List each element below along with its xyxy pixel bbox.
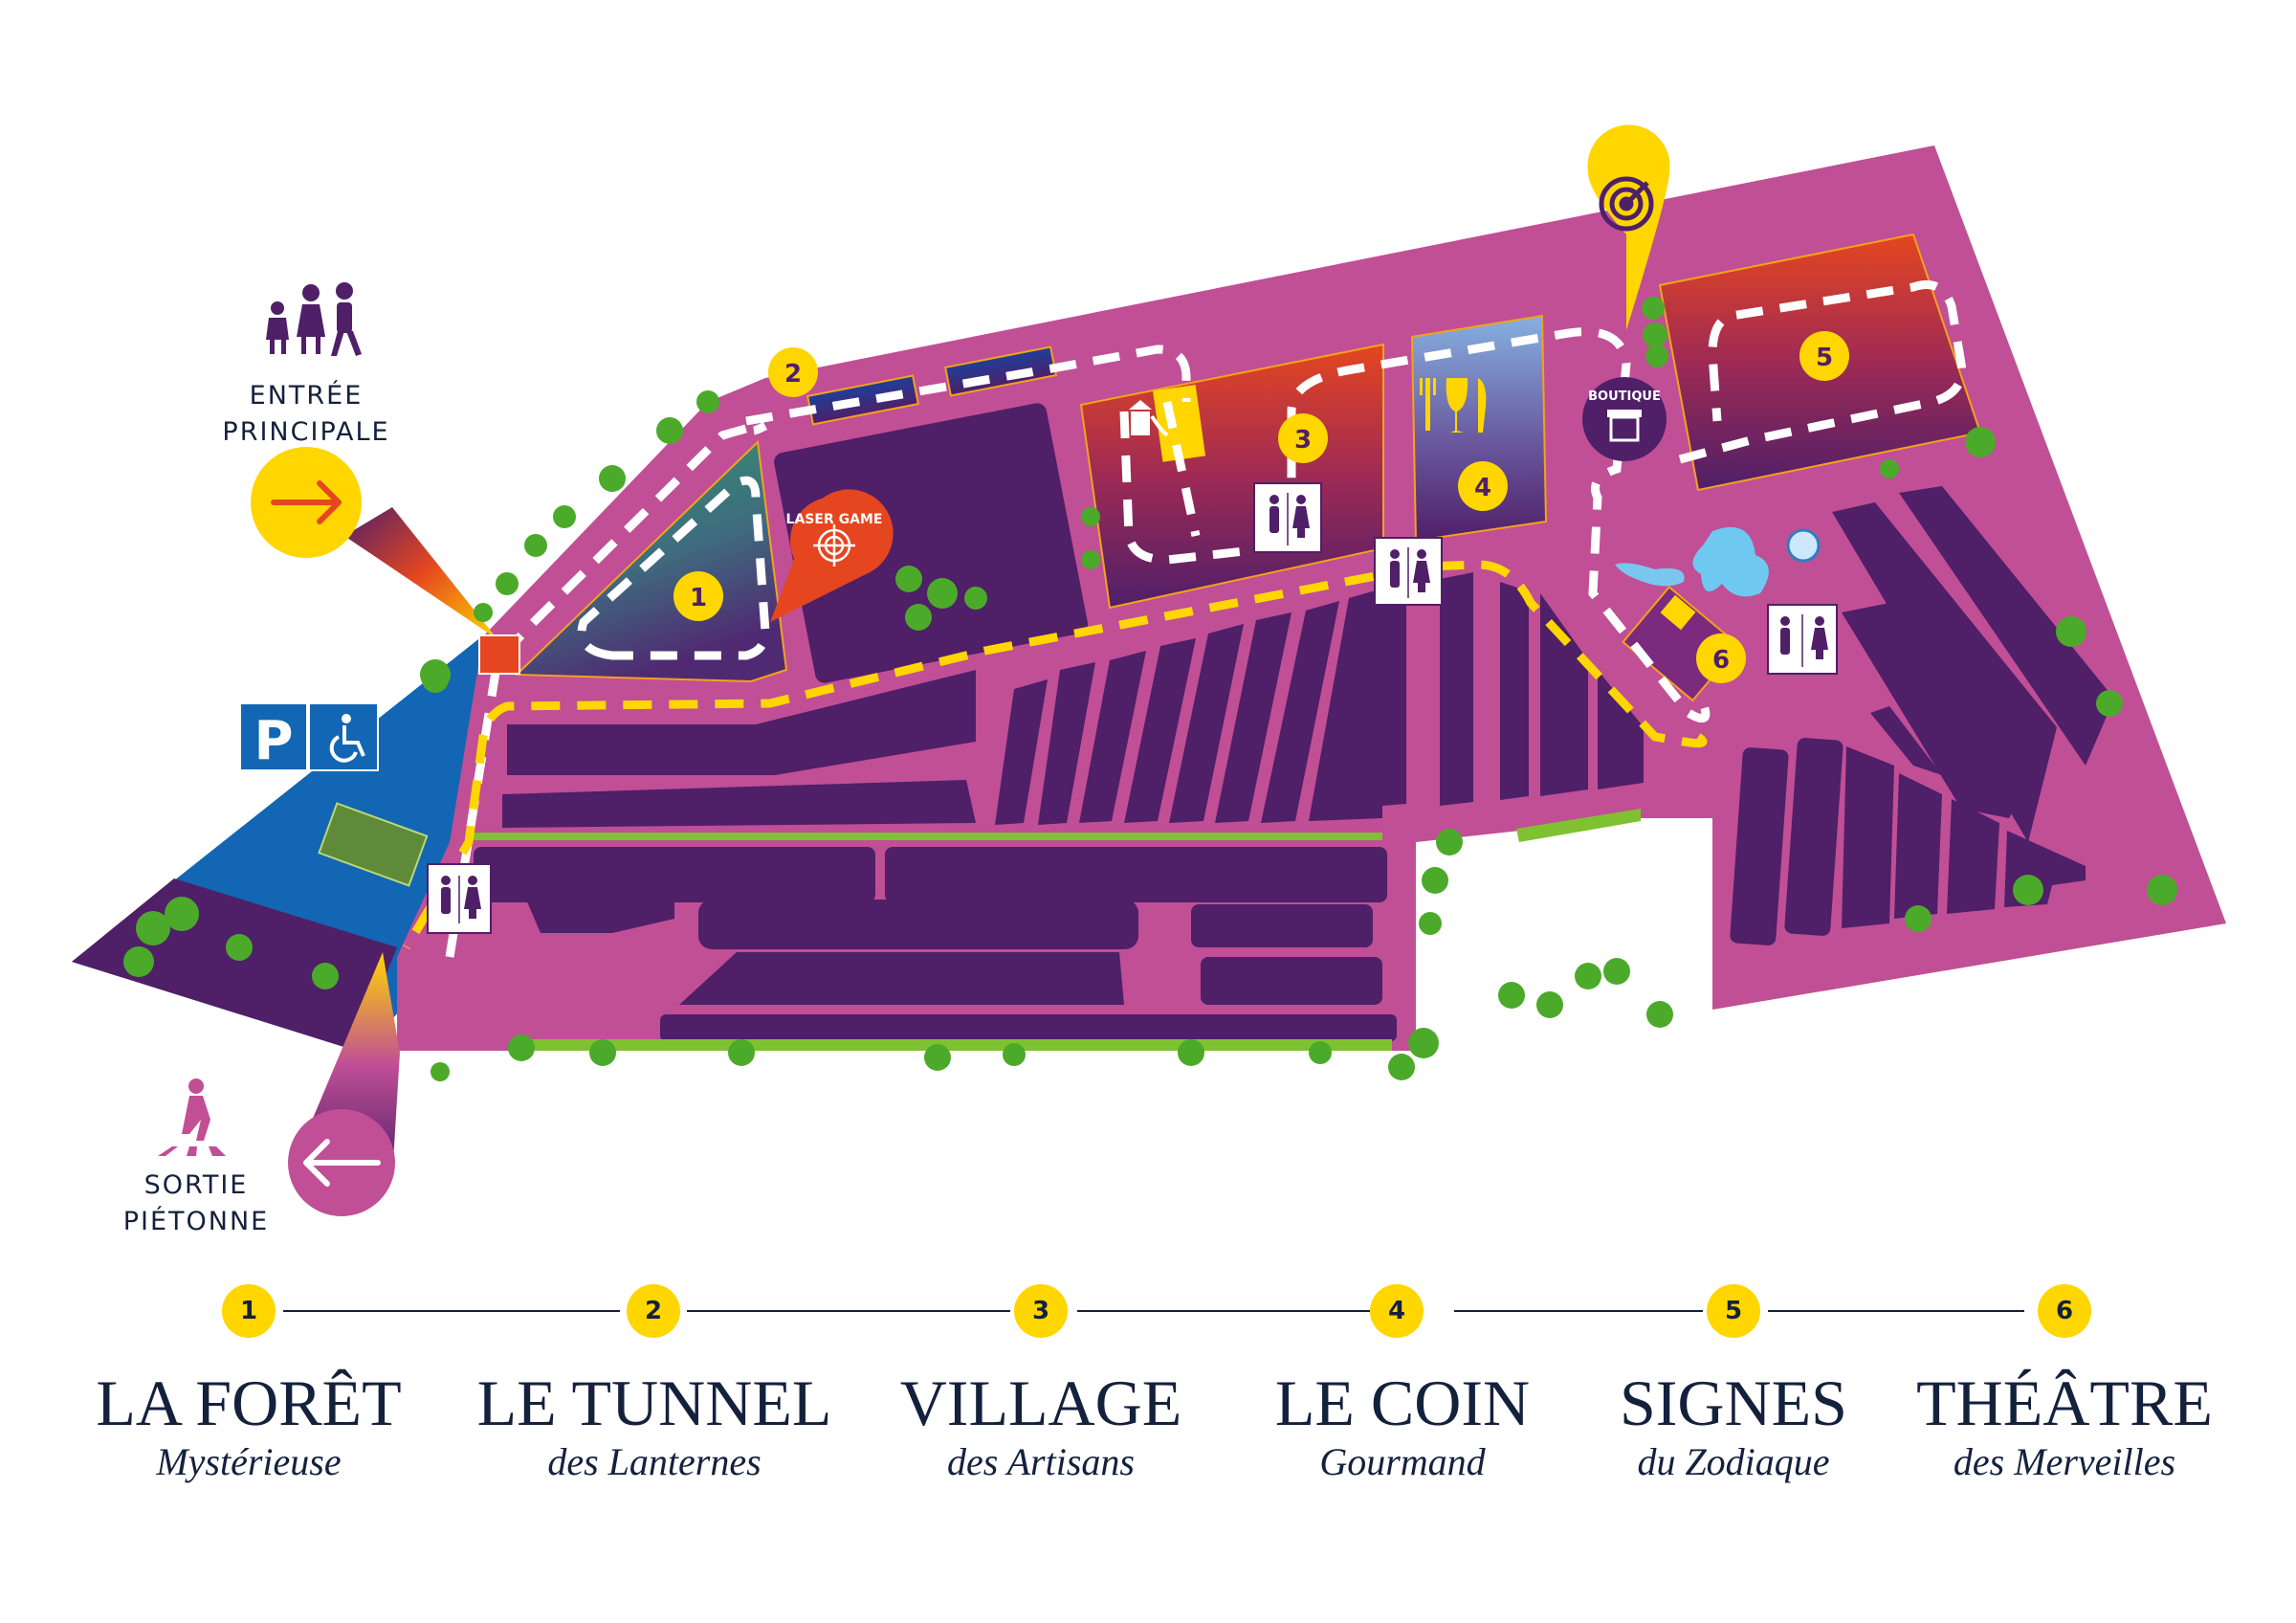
entrance-arrow-button[interactable] — [251, 447, 362, 558]
exit-label-line1: SORTIE — [144, 1170, 249, 1200]
wheelchair-icon — [329, 714, 365, 763]
playground-slide-icon — [1129, 400, 1169, 437]
exit-label: SORTIE PIÉTONNE — [86, 1167, 306, 1240]
entrance-label-line2: PRINCIPALE — [222, 417, 390, 447]
parking-sign: P — [239, 702, 308, 772]
stalls-right — [1730, 486, 2114, 945]
toilets-sign-west — [427, 863, 492, 934]
shop-storefront-icon — [1607, 410, 1642, 442]
legend-subtitle-4: Gourmand — [1319, 1440, 1486, 1483]
zone-badge-2[interactable]: 2 — [768, 347, 818, 397]
legend-subtitle-1: Mystérieuse — [156, 1440, 342, 1483]
svg-text:P: P — [254, 710, 293, 772]
svg-text:LASER GAME: LASER GAME — [786, 512, 883, 527]
stalls-diagonal — [995, 572, 1644, 825]
legend-subtitle-5: du Zodiaque — [1637, 1440, 1830, 1483]
legend-subtitle-2: des Lanternes — [547, 1440, 762, 1483]
sports-field — [318, 802, 429, 887]
zone-badge-3[interactable]: 3 — [1278, 413, 1328, 463]
legend-num-1: 1 — [222, 1284, 276, 1338]
entrance-label-line1: ENTRÉE — [249, 381, 364, 411]
entrance-label: ENTRÉE PRINCIPALE — [182, 378, 430, 451]
target-marker[interactable] — [1587, 124, 1670, 330]
toilets-sign-east — [1767, 604, 1838, 675]
svg-text:3: 3 — [1294, 426, 1312, 455]
ball-icon — [1786, 528, 1821, 563]
whale-icon — [1615, 563, 1685, 587]
fork-glass-knife-icon — [1420, 378, 1487, 433]
zone-badge-1[interactable]: 1 — [673, 571, 723, 621]
accessible-parking-sign — [308, 702, 379, 771]
target-dart-icon — [1599, 176, 1654, 232]
yellow-walking-path — [403, 560, 1708, 950]
stalls-left — [474, 670, 1397, 1041]
legend-num-6: 6 — [2038, 1284, 2091, 1338]
toilets-sign-zone-3 — [1253, 482, 1322, 553]
laser-game-marker[interactable]: LASER GAME — [770, 489, 894, 622]
legend-connector — [687, 1310, 1010, 1312]
octopus-icon — [1692, 526, 1769, 597]
zone-badge-6[interactable]: 6 — [1696, 634, 1746, 683]
legend-title-6: THÉÂTRE — [1916, 1367, 2213, 1439]
zone-6-yellow-square — [1660, 594, 1696, 631]
legend-num-4: 4 — [1370, 1284, 1424, 1338]
legend-num-5: 5 — [1707, 1284, 1760, 1338]
svg-text:5: 5 — [1816, 344, 1833, 372]
legend-connector — [1768, 1310, 2024, 1312]
legend-connector — [1454, 1310, 1703, 1312]
arrow-right-icon — [271, 480, 342, 524]
exit-label-line2: PIÉTONNE — [122, 1207, 270, 1236]
legend-connector — [283, 1310, 620, 1312]
boutique-marker[interactable]: BOUTIQUE — [1582, 377, 1667, 461]
trees — [123, 297, 2177, 1081]
svg-text:2: 2 — [784, 360, 802, 389]
pedestrian-crossing-icon — [158, 1078, 226, 1156]
laser-game-block — [774, 403, 1089, 683]
arrow-left-icon — [303, 1139, 381, 1187]
legend-title-1: LA FORÊT — [96, 1367, 402, 1439]
toilets-sign-zone-4 — [1374, 537, 1443, 606]
zone-badge-4[interactable]: 4 — [1458, 461, 1508, 511]
family-walking-icon — [266, 282, 362, 356]
crosshair-icon — [813, 524, 855, 567]
white-walking-path — [445, 280, 1967, 958]
legend-subtitle-6: des Merveilles — [1953, 1440, 2176, 1483]
legend-num-2: 2 — [627, 1284, 680, 1338]
svg-text:1: 1 — [690, 584, 707, 612]
entrance-gate-marker — [478, 634, 520, 675]
legend-title-5: SIGNES — [1619, 1367, 1848, 1439]
legend-subtitle-3: des Artisans — [947, 1440, 1135, 1483]
svg-text:6: 6 — [1712, 646, 1730, 675]
svg-text:4: 4 — [1474, 474, 1491, 502]
entrance-beam — [344, 507, 497, 639]
legend-connector — [1077, 1310, 1387, 1312]
legend-title-4: LE COIN — [1274, 1367, 1531, 1439]
zone-badge-5[interactable]: 5 — [1799, 331, 1849, 381]
legend-title-2: LE TUNNEL — [476, 1367, 832, 1439]
legend-title-3: VILLAGE — [899, 1367, 1182, 1439]
exit-arrow-button[interactable] — [288, 1109, 395, 1216]
legend-num-3: 3 — [1014, 1284, 1068, 1338]
svg-text:BOUTIQUE: BOUTIQUE — [1588, 389, 1661, 404]
